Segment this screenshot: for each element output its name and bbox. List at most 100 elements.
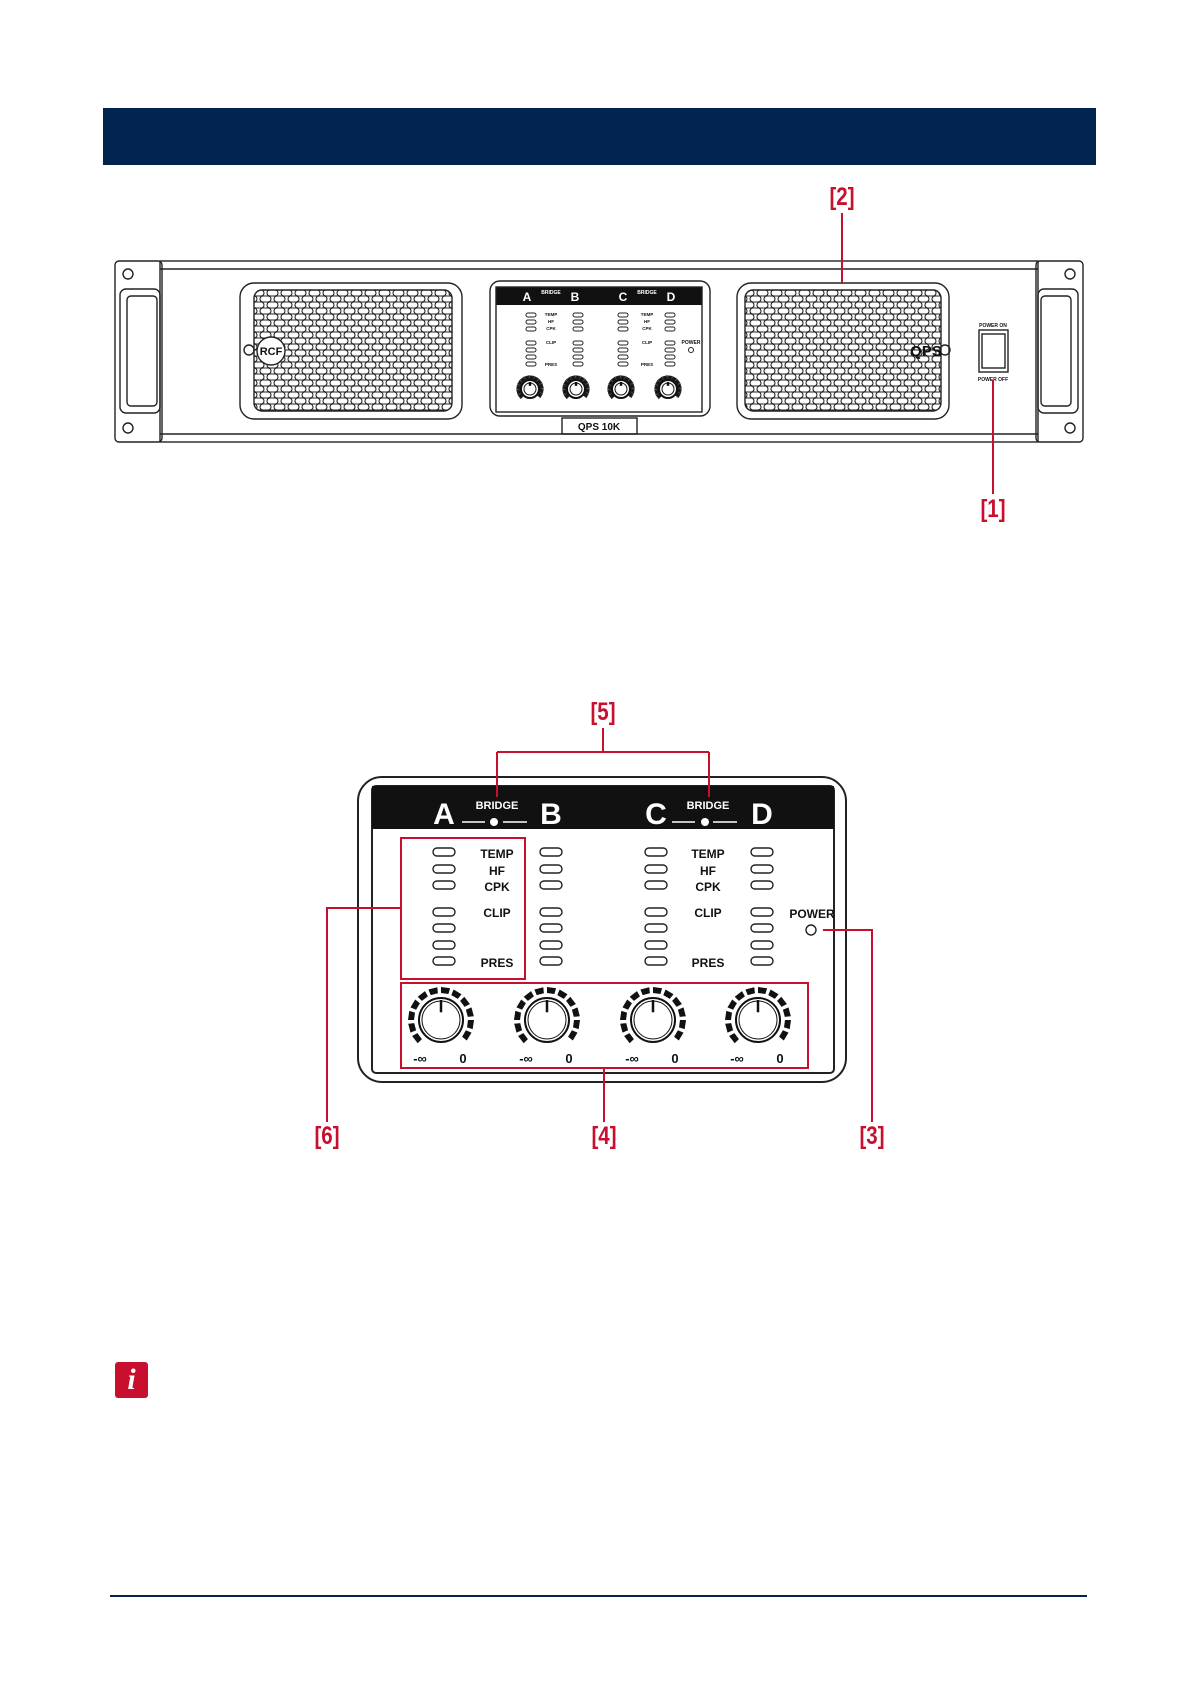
- bridge-cd-label: BRIDGE: [687, 800, 730, 812]
- mini-indicator-clip-ab: CLIP: [546, 340, 556, 345]
- indicator-hf-ab: HF: [489, 864, 505, 878]
- mini-knob-b-tick: [576, 376, 580, 379]
- gain-knob-d-tick: [745, 987, 755, 995]
- gain-knob-c-tick: [640, 987, 650, 995]
- callout-2: [2]: [826, 183, 859, 212]
- indicator-temp-ab: TEMP: [480, 847, 513, 861]
- gain-knob-b-tick: [518, 1033, 528, 1043]
- gain-knob-a: [408, 987, 474, 1043]
- knob-b-min-label: -∞: [519, 1051, 533, 1066]
- mini-knob-b-tick: [586, 389, 589, 393]
- mini-led-3-0: [665, 313, 675, 317]
- mini-indicator-pres-cd: PRES: [641, 362, 653, 367]
- led-0-5: [433, 941, 455, 949]
- mini-knob-d: [655, 376, 681, 398]
- knob-d-max-label: 0: [776, 1051, 783, 1066]
- knob-b-max-label: 0: [565, 1051, 572, 1066]
- gain-knob-d-tick: [725, 1023, 733, 1033]
- led-1-5: [540, 941, 562, 949]
- led-2-2: [645, 881, 667, 889]
- led-1-4: [540, 924, 562, 932]
- power-label-mini: POWER: [682, 340, 701, 346]
- gain-knob-c-tick: [623, 1000, 632, 1010]
- mini-led-2-3: [618, 341, 628, 345]
- gain-knob-c-tick: [663, 990, 673, 999]
- gain-knob-b-tick: [566, 997, 576, 1007]
- power-led: [806, 925, 816, 935]
- led-3-0: [751, 848, 773, 856]
- mini-knob-c-tick: [621, 376, 625, 379]
- knob-c-max-label: 0: [671, 1051, 678, 1066]
- led-3-5: [751, 941, 773, 949]
- led-3-2: [751, 881, 773, 889]
- bridge-ab-label-mini: BRIDGE: [541, 290, 561, 296]
- gain-knob-d-tick: [779, 1030, 788, 1040]
- gain-knob-b-tick: [524, 991, 534, 1001]
- mini-led-3-4: [665, 348, 675, 352]
- gain-knob-d-tick: [784, 1020, 791, 1029]
- mini-led-1-6: [573, 362, 583, 366]
- mini-knob-d-tick: [668, 376, 672, 379]
- info-icon-glyph: i: [115, 1362, 148, 1398]
- led-0-1: [433, 865, 455, 873]
- gain-knob-a-tick: [428, 987, 438, 995]
- gain-knob-b-tick: [557, 990, 567, 999]
- mini-indicator-temp-ab: TEMP: [545, 312, 558, 317]
- gain-knob-b: [514, 987, 580, 1043]
- mini-knob-b: [563, 376, 589, 398]
- gain-knob-c-tick: [679, 1020, 686, 1029]
- led-2-6: [645, 957, 667, 965]
- mini-indicator-hf-ab: HF: [548, 319, 554, 324]
- led-1-0: [540, 848, 562, 856]
- gain-knob-a-tick: [467, 1020, 474, 1029]
- channel-a-label: A: [433, 798, 455, 831]
- mini-indicator-cpk-ab: CPK: [546, 326, 556, 331]
- indicator-temp-cd: TEMP: [691, 847, 724, 861]
- indicator-cpk-cd: CPK: [695, 880, 721, 894]
- gain-knob-d-tick: [783, 1007, 791, 1017]
- footer-rule: [110, 1595, 1087, 1597]
- mini-led-2-5: [618, 355, 628, 359]
- gain-knob-d-tick: [729, 1033, 739, 1043]
- bridge-ab-label: BRIDGE: [476, 800, 519, 812]
- gain-knob-c-tick: [674, 1030, 683, 1040]
- gain-knob-c-tick: [620, 1023, 628, 1033]
- gain-knob-d-tick: [735, 991, 745, 1001]
- gain-knobs: [408, 987, 791, 1043]
- mini-indicator-cpk-cd: CPK: [642, 326, 652, 331]
- gain-knob-a-tick: [460, 997, 470, 1007]
- mini-led-3-3: [665, 341, 675, 345]
- gain-knob-a-tick: [451, 990, 461, 999]
- mini-led-2-4: [618, 348, 628, 352]
- gain-knob-c: [620, 987, 686, 1043]
- channel-b-label: B: [540, 798, 562, 831]
- mini-indicator-temp-cd: TEMP: [641, 312, 654, 317]
- gain-knob-d-tick: [725, 1011, 732, 1020]
- gain-knob-a-tick: [408, 1023, 416, 1033]
- gain-knob-a-tick: [466, 1007, 474, 1017]
- mini-led-3-2: [665, 327, 675, 331]
- led-2-0: [645, 848, 667, 856]
- callout-5: [5]: [587, 698, 620, 727]
- mini-led-1-2: [573, 327, 583, 331]
- indicator-hf-cd: HF: [700, 864, 716, 878]
- led-0-0: [433, 848, 455, 856]
- mini-knob-c-tick: [631, 389, 634, 393]
- led-0-3: [433, 908, 455, 916]
- gain-knob-d-tick: [768, 990, 778, 999]
- power-on-label: POWER ON: [979, 323, 1007, 329]
- mini-indicator-clip-cd: CLIP: [642, 340, 652, 345]
- led-0-6: [433, 957, 455, 965]
- mini-led-1-5: [573, 355, 583, 359]
- led-3-4: [751, 924, 773, 932]
- gain-knob-a-tick: [411, 1000, 420, 1010]
- led-3-6: [751, 957, 773, 965]
- gain-knob-c-tick: [624, 1033, 634, 1043]
- led-2-5: [645, 941, 667, 949]
- led-2-4: [645, 924, 667, 932]
- led-3-3: [751, 908, 773, 916]
- mini-knob-a-tick: [530, 376, 534, 379]
- mini-indicator-pres-ab: PRES: [545, 362, 557, 367]
- led-0-4: [433, 924, 455, 932]
- mini-knob-d-tick: [678, 389, 681, 393]
